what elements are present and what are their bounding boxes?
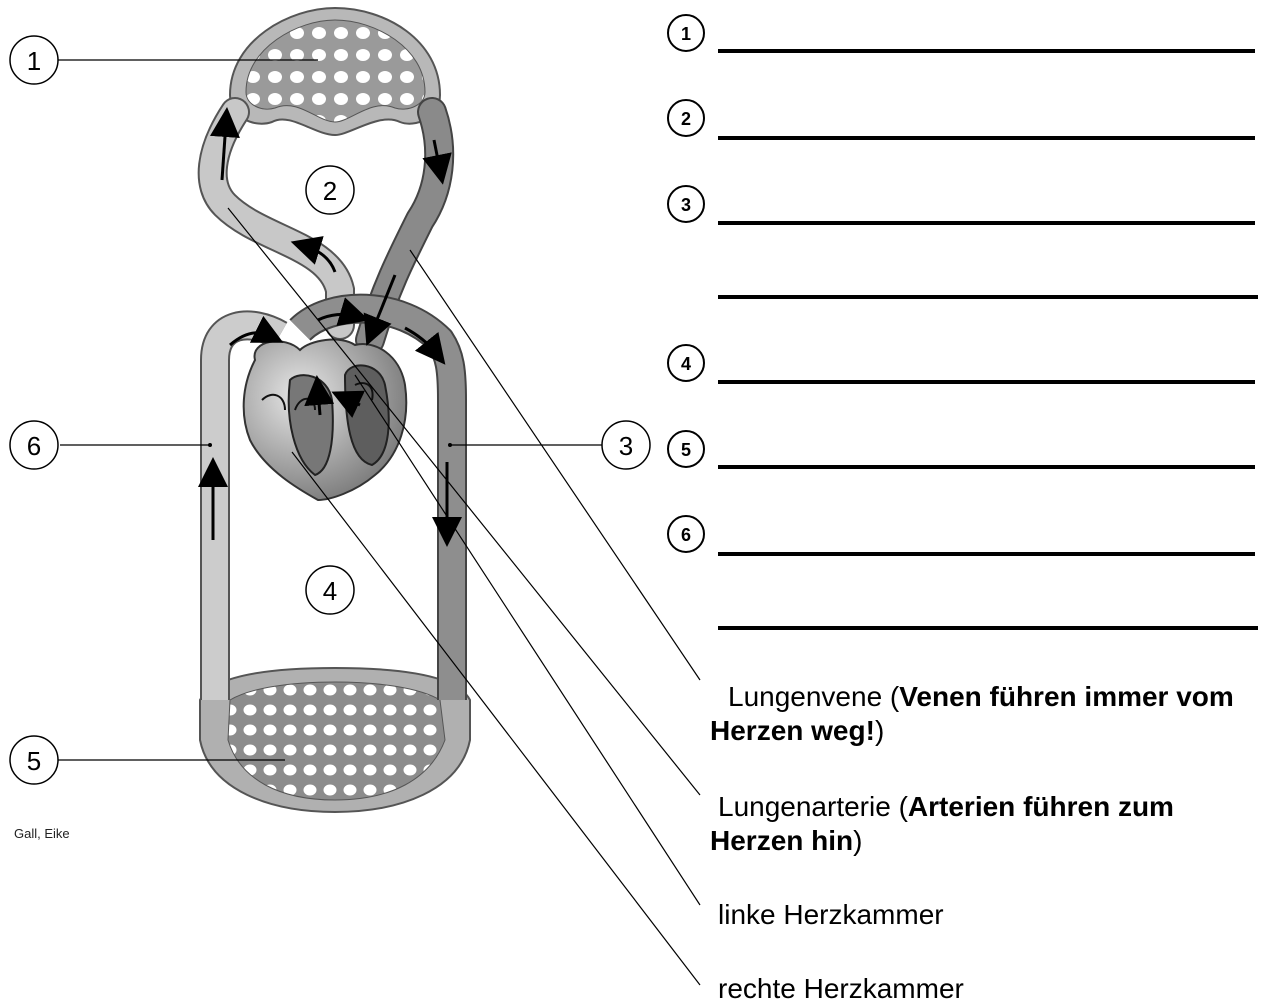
leader-lines: [58, 60, 700, 985]
heart: [244, 340, 407, 500]
answer-3: 3: [668, 186, 1258, 297]
answer-4: 4: [668, 345, 1255, 382]
lung-capillary-network: [230, 8, 440, 135]
svg-text:6: 6: [681, 525, 691, 545]
pointer-dot-6: [208, 443, 212, 447]
svg-text:4: 4: [323, 576, 337, 606]
marker-5: 5: [10, 736, 58, 784]
label-rechte-herzkammer: rechte Herzkammer: [718, 972, 964, 1006]
svg-text:5: 5: [27, 746, 41, 776]
image-credit: Gall, Eike: [14, 826, 70, 841]
marker-1: 1: [10, 36, 58, 84]
answer-2: 2: [668, 100, 1255, 138]
label-lungenvene-open: (: [882, 681, 899, 712]
label-lungenarterie-close: ): [853, 825, 862, 856]
svg-text:5: 5: [681, 440, 691, 460]
marker-6: 6: [10, 421, 58, 469]
svg-text:1: 1: [27, 46, 41, 76]
body-capillary-network: [200, 668, 470, 812]
label-lungenvene-close: ): [875, 715, 884, 746]
label-lungenarterie-name: Lungenarterie: [710, 791, 891, 822]
answer-6: 6: [668, 516, 1258, 628]
svg-text:4: 4: [681, 354, 691, 374]
svg-text:3: 3: [681, 195, 691, 215]
label-lungenarterie: Lungenarterie (Arterien führen zum Herze…: [710, 790, 1255, 858]
marker-2: 2: [306, 166, 354, 214]
marker-4: 4: [306, 566, 354, 614]
label-lungenvene: Lungenvene (Venen führen immer vom Herze…: [710, 680, 1255, 748]
svg-text:6: 6: [27, 431, 41, 461]
svg-text:2: 2: [681, 109, 691, 129]
svg-text:2: 2: [323, 176, 337, 206]
answer-1: 1: [668, 15, 1255, 51]
label-lungenarterie-open: (: [891, 791, 908, 822]
marker-3: 3: [602, 421, 650, 469]
label-linke-herzkammer: linke Herzkammer: [718, 898, 944, 932]
answer-5: 5: [668, 431, 1255, 467]
svg-text:1: 1: [681, 24, 691, 44]
answer-area: 1 2 3 4 5 6: [668, 15, 1258, 628]
pointer-dot-3: [448, 443, 452, 447]
svg-text:3: 3: [619, 431, 633, 461]
label-lungenvene-name: Lungenvene: [710, 681, 882, 712]
